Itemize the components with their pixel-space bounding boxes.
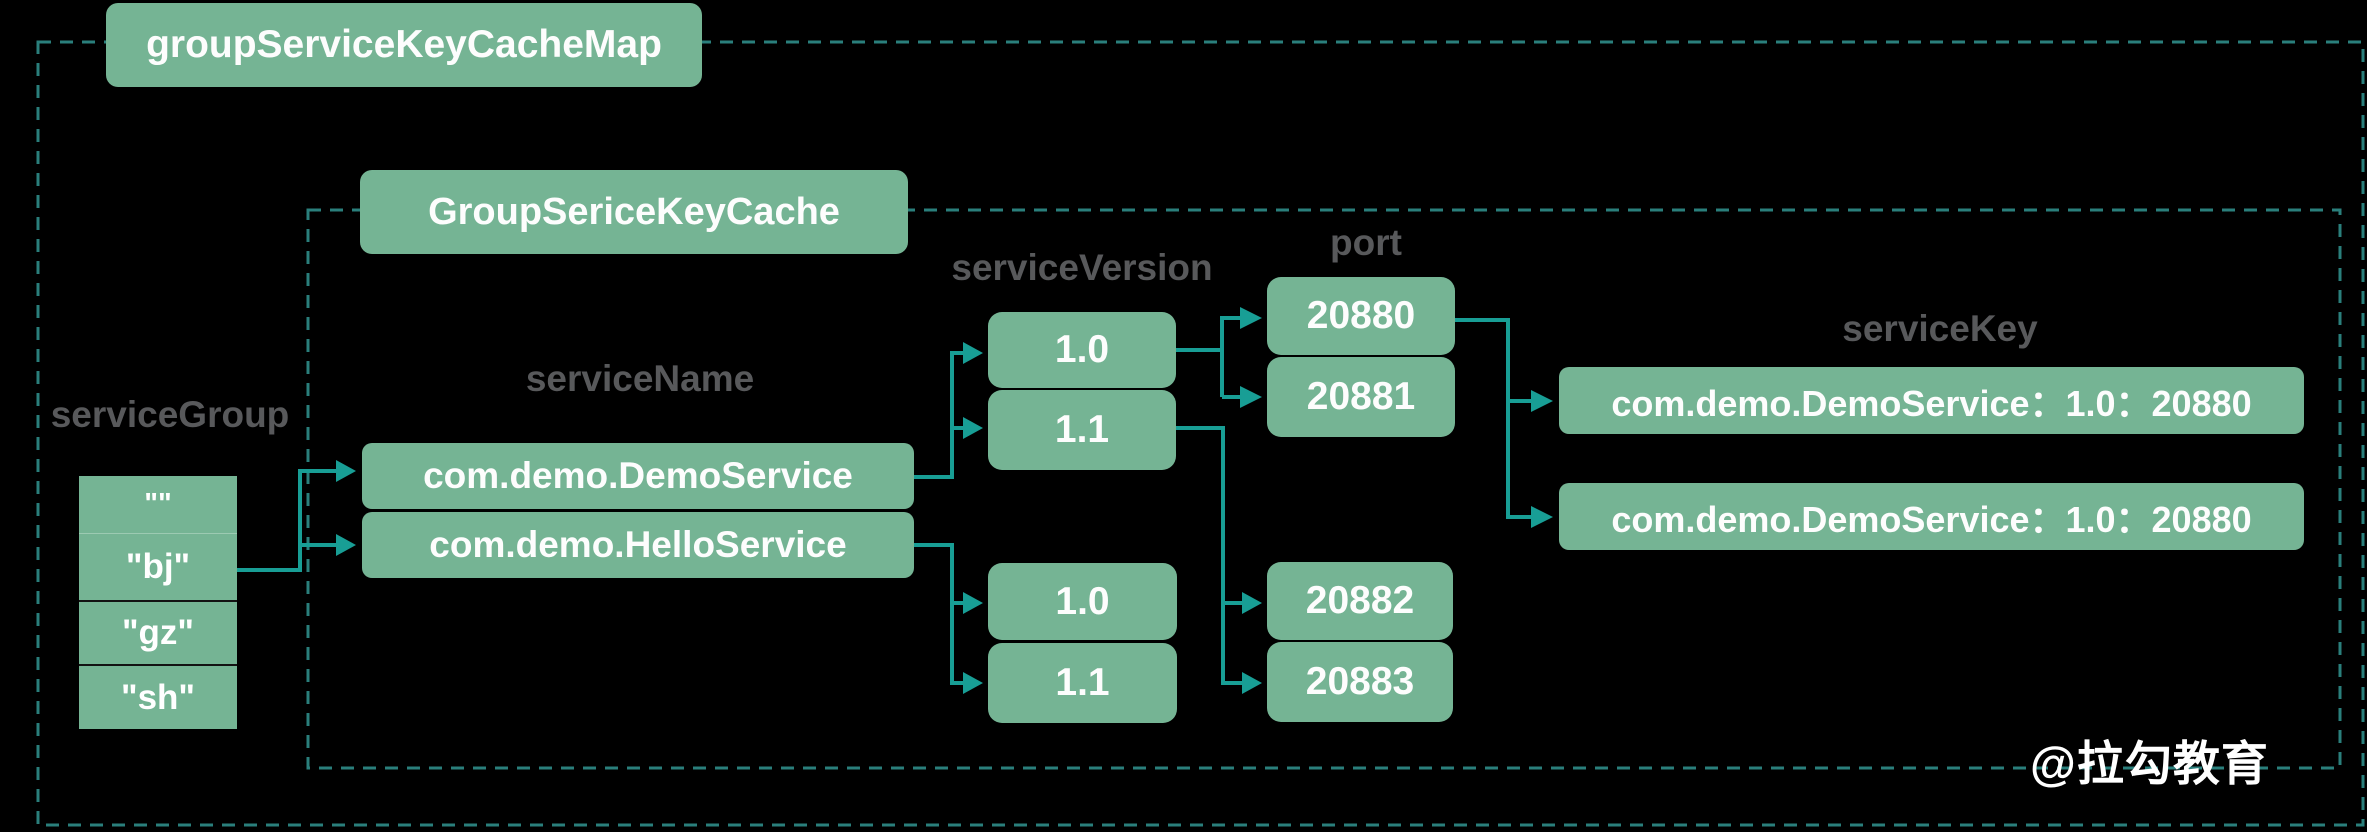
arrow-heads xyxy=(336,307,1553,694)
outer-map-border xyxy=(36,40,2365,827)
service-group-item-sh: "sh" xyxy=(79,664,237,729)
service-name-label: serviceName xyxy=(525,358,755,399)
service-version-label: serviceVersion xyxy=(951,247,1213,288)
arrowhead-key-2 xyxy=(1531,506,1553,528)
arrowhead-key-1 xyxy=(1531,390,1553,412)
arrowhead-port-20881 xyxy=(1240,386,1262,408)
inner-cache-border xyxy=(306,208,2342,770)
arrowhead-v11-top xyxy=(963,417,983,439)
port-20881-box: 20881 xyxy=(1267,357,1455,437)
service-name-demo-box: com.demo.DemoService xyxy=(362,443,914,509)
wire-v11-to-ports xyxy=(1176,426,1242,685)
arrowhead-port-20882 xyxy=(1242,592,1262,614)
service-group-item-gz: "gz" xyxy=(79,600,237,664)
outer-map-title: groupServiceKeyCacheMap xyxy=(106,3,702,87)
service-key-label: serviceKey xyxy=(1842,308,2038,349)
port-20880-box: 20880 xyxy=(1267,277,1455,355)
service-version-top-1-0: 1.0 xyxy=(988,312,1176,388)
service-group-stack: "" "bj" "gz" "sh" xyxy=(79,476,237,729)
service-key-box-2: com.demo.DemoService：1.0：20880 xyxy=(1559,483,2304,550)
service-group-label: serviceGroup xyxy=(50,394,290,435)
arrowhead-port-20883 xyxy=(1242,672,1262,694)
arrowhead-v10-top xyxy=(963,342,983,364)
connector-lines xyxy=(237,316,1531,685)
wire-v10-to-ports xyxy=(1176,316,1240,399)
service-group-item-bj: "bj" xyxy=(79,533,237,600)
service-version-bottom-1-1: 1.1 xyxy=(988,643,1177,723)
port-label: port xyxy=(1330,222,1402,263)
inner-cache-title: GroupSericeKeyCache xyxy=(360,170,908,254)
service-group-item-empty: "" xyxy=(144,488,172,520)
arrowhead-demo-service xyxy=(336,460,356,482)
wire-demo-to-versions xyxy=(914,351,963,479)
wire-hello-to-versions xyxy=(913,543,963,685)
service-version-top-1-1: 1.1 xyxy=(988,390,1176,470)
watermark-text: @拉勾教育 xyxy=(2030,737,2269,790)
service-version-bottom-1-0: 1.0 xyxy=(988,563,1177,640)
arrowhead-hello-service xyxy=(336,534,356,556)
arrowhead-v10-bottom xyxy=(963,592,983,614)
port-20883-box: 20883 xyxy=(1267,642,1453,722)
wire-port-to-keys xyxy=(1455,318,1531,519)
service-key-box-1: com.demo.DemoService：1.0：20880 xyxy=(1559,367,2304,434)
wire-group-to-names xyxy=(237,469,336,572)
arrowhead-v11-bottom xyxy=(963,672,983,694)
port-20882-box: 20882 xyxy=(1267,562,1453,640)
arrowhead-port-20880 xyxy=(1240,307,1262,329)
service-name-hello-box: com.demo.HelloService xyxy=(362,512,914,578)
